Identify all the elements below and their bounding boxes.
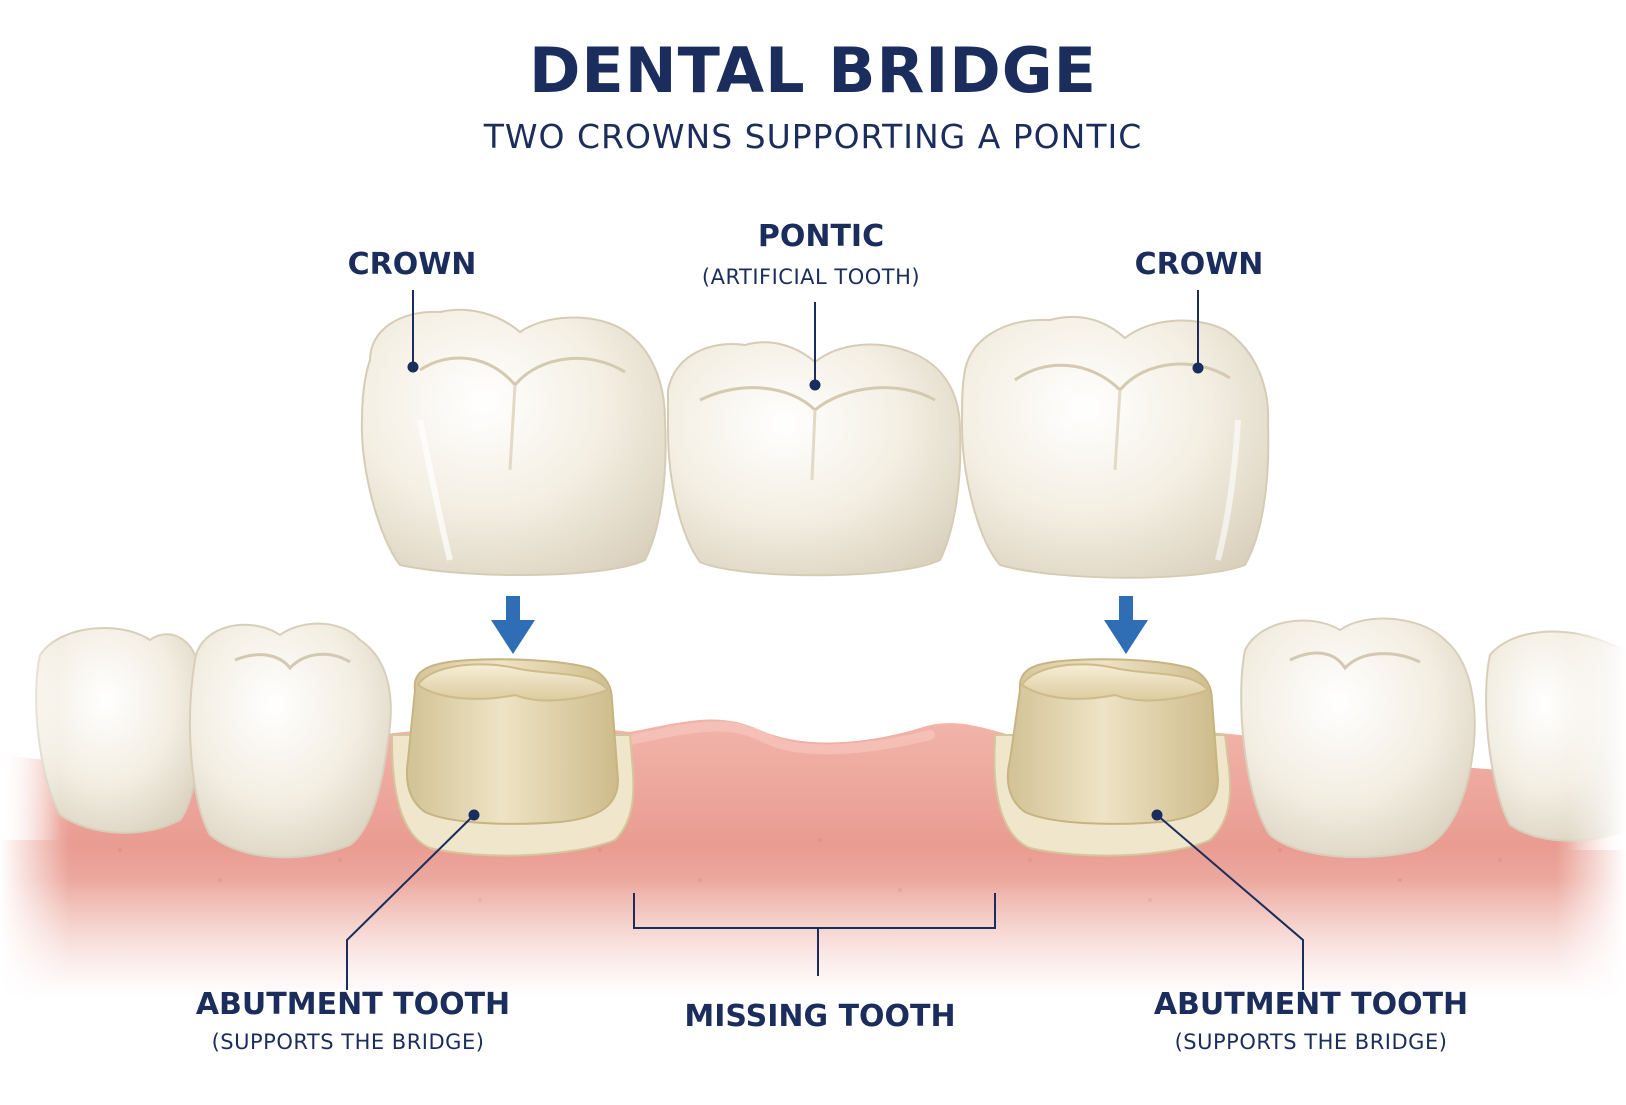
missing-tooth-bracket [633,893,996,929]
page-subtitle: TWO CROWNS SUPPORTING A PONTIC [483,117,1143,156]
arrow-down-right-icon [1104,596,1148,654]
label-pontic: PONTIC [758,219,884,254]
natural-tooth-right-outer [1485,620,1626,850]
leader-dot-crown-left [407,361,419,373]
page-title: DENTAL BRIDGE [529,34,1097,107]
abutment-tooth-left [391,658,635,857]
leader-abutment-right [1156,814,1304,990]
arrow-down-left-icon [491,596,535,654]
bridge-assembly [360,308,1270,579]
natural-tooth-left-outer [0,620,203,840]
label-pontic-sub: (ARTIFICIAL TOOTH) [702,265,920,289]
leader-dot-crown-right [1192,362,1204,374]
pontic-shape [667,341,962,577]
leader-dot-abutment-right [1151,809,1163,821]
leader-dot-pontic [809,379,821,391]
abutment-tooth-right [993,658,1232,857]
crown-left-shape [360,308,667,577]
crown-right-shape [960,315,1270,579]
label-abutment-left-sub: (SUPPORTS THE BRIDGE) [212,1030,485,1054]
label-crown-right: CROWN [1135,247,1264,282]
label-abutment-right: ABUTMENT TOOTH [1154,987,1468,1022]
leader-abutment-left [346,814,475,990]
leader-dot-abutment-left [468,809,480,821]
natural-tooth-left-inner [189,622,392,859]
label-abutment-left: ABUTMENT TOOTH [196,987,510,1022]
leader-lines [346,290,1304,990]
label-crown-left: CROWN [348,247,477,282]
natural-tooth-right-inner [1240,617,1476,859]
label-abutment-right-sub: (SUPPORTS THE BRIDGE) [1175,1030,1448,1054]
label-missing-tooth: MISSING TOOTH [684,999,955,1034]
